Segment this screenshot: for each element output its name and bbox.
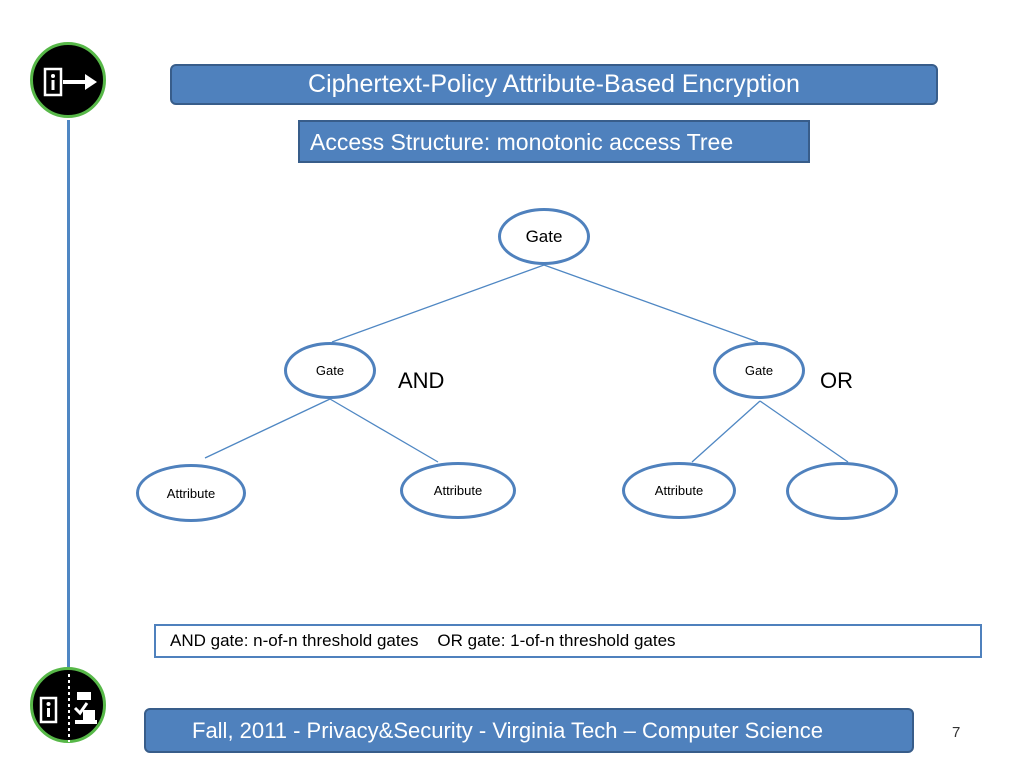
page-number: 7	[952, 724, 961, 741]
leaf-attribute-3: Attribute	[622, 462, 736, 519]
slide-subtitle: Access Structure: monotonic access Tree	[298, 120, 810, 163]
side-line	[67, 120, 70, 668]
left-gate-node: Gate	[284, 342, 376, 399]
edge-root-right	[543, 264, 759, 343]
gate-definition-box: AND gate: n-of-n threshold gates OR gate…	[154, 624, 982, 658]
leaf-attribute-1: Attribute	[136, 464, 246, 522]
edge-root-left	[331, 264, 545, 343]
edge-left-leaf2	[329, 398, 439, 463]
and-gate-label: AND	[398, 368, 445, 393]
leaf-attribute-2: Attribute	[400, 462, 516, 519]
footer-banner: Fall, 2011 - Privacy&Security - Virginia…	[144, 708, 914, 753]
right-gate-node: Gate	[713, 342, 805, 399]
slide-title: Ciphertext-Policy Attribute-Based Encryp…	[170, 64, 938, 105]
or-gate-label: OR	[820, 368, 853, 393]
edge-left-leaf1	[204, 398, 331, 459]
edge-right-leaf3	[691, 400, 761, 463]
document-checkpoint-icon	[30, 667, 106, 743]
edge-right-leaf4	[759, 400, 849, 463]
document-arrow-icon	[30, 42, 106, 118]
leaf-empty-node	[786, 462, 898, 520]
root-gate-node: Gate	[498, 208, 590, 265]
